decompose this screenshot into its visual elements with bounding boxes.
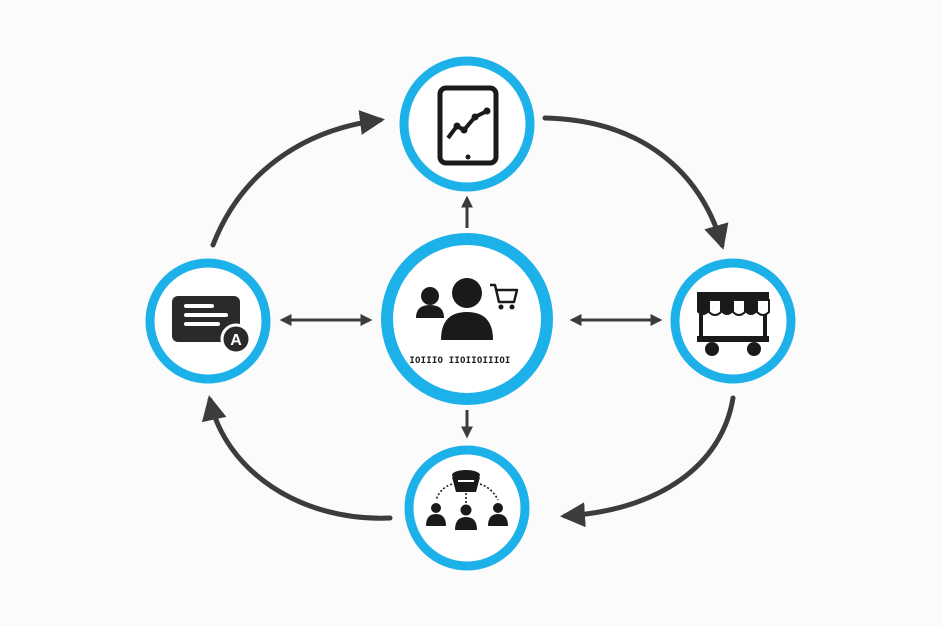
arrow-top-to-right — [542, 115, 729, 250]
node-top — [399, 56, 535, 192]
cart-icon — [490, 283, 519, 310]
arrow-right-to-bottom — [560, 395, 736, 528]
market-stall-cart-icon — [697, 292, 770, 356]
node-center: IOIIIO IIOIIOIIIOI — [381, 233, 553, 405]
credit-card-icon — [172, 296, 240, 342]
arrow-left-to-top — [210, 110, 385, 248]
card-badge: A — [220, 323, 252, 355]
tablet-analytics-icon — [437, 85, 499, 166]
node-left: A — [145, 258, 271, 384]
node-right — [670, 258, 796, 384]
customer-shopping-icon — [416, 278, 519, 340]
node-bottom — [404, 445, 530, 571]
card-badge-label: A — [230, 332, 242, 349]
arrow-bottom-to-left — [201, 395, 393, 521]
distribution-network-icon — [426, 470, 508, 530]
center-barcode-label: IOIIIO IIOIIOIIIOI — [409, 356, 510, 366]
